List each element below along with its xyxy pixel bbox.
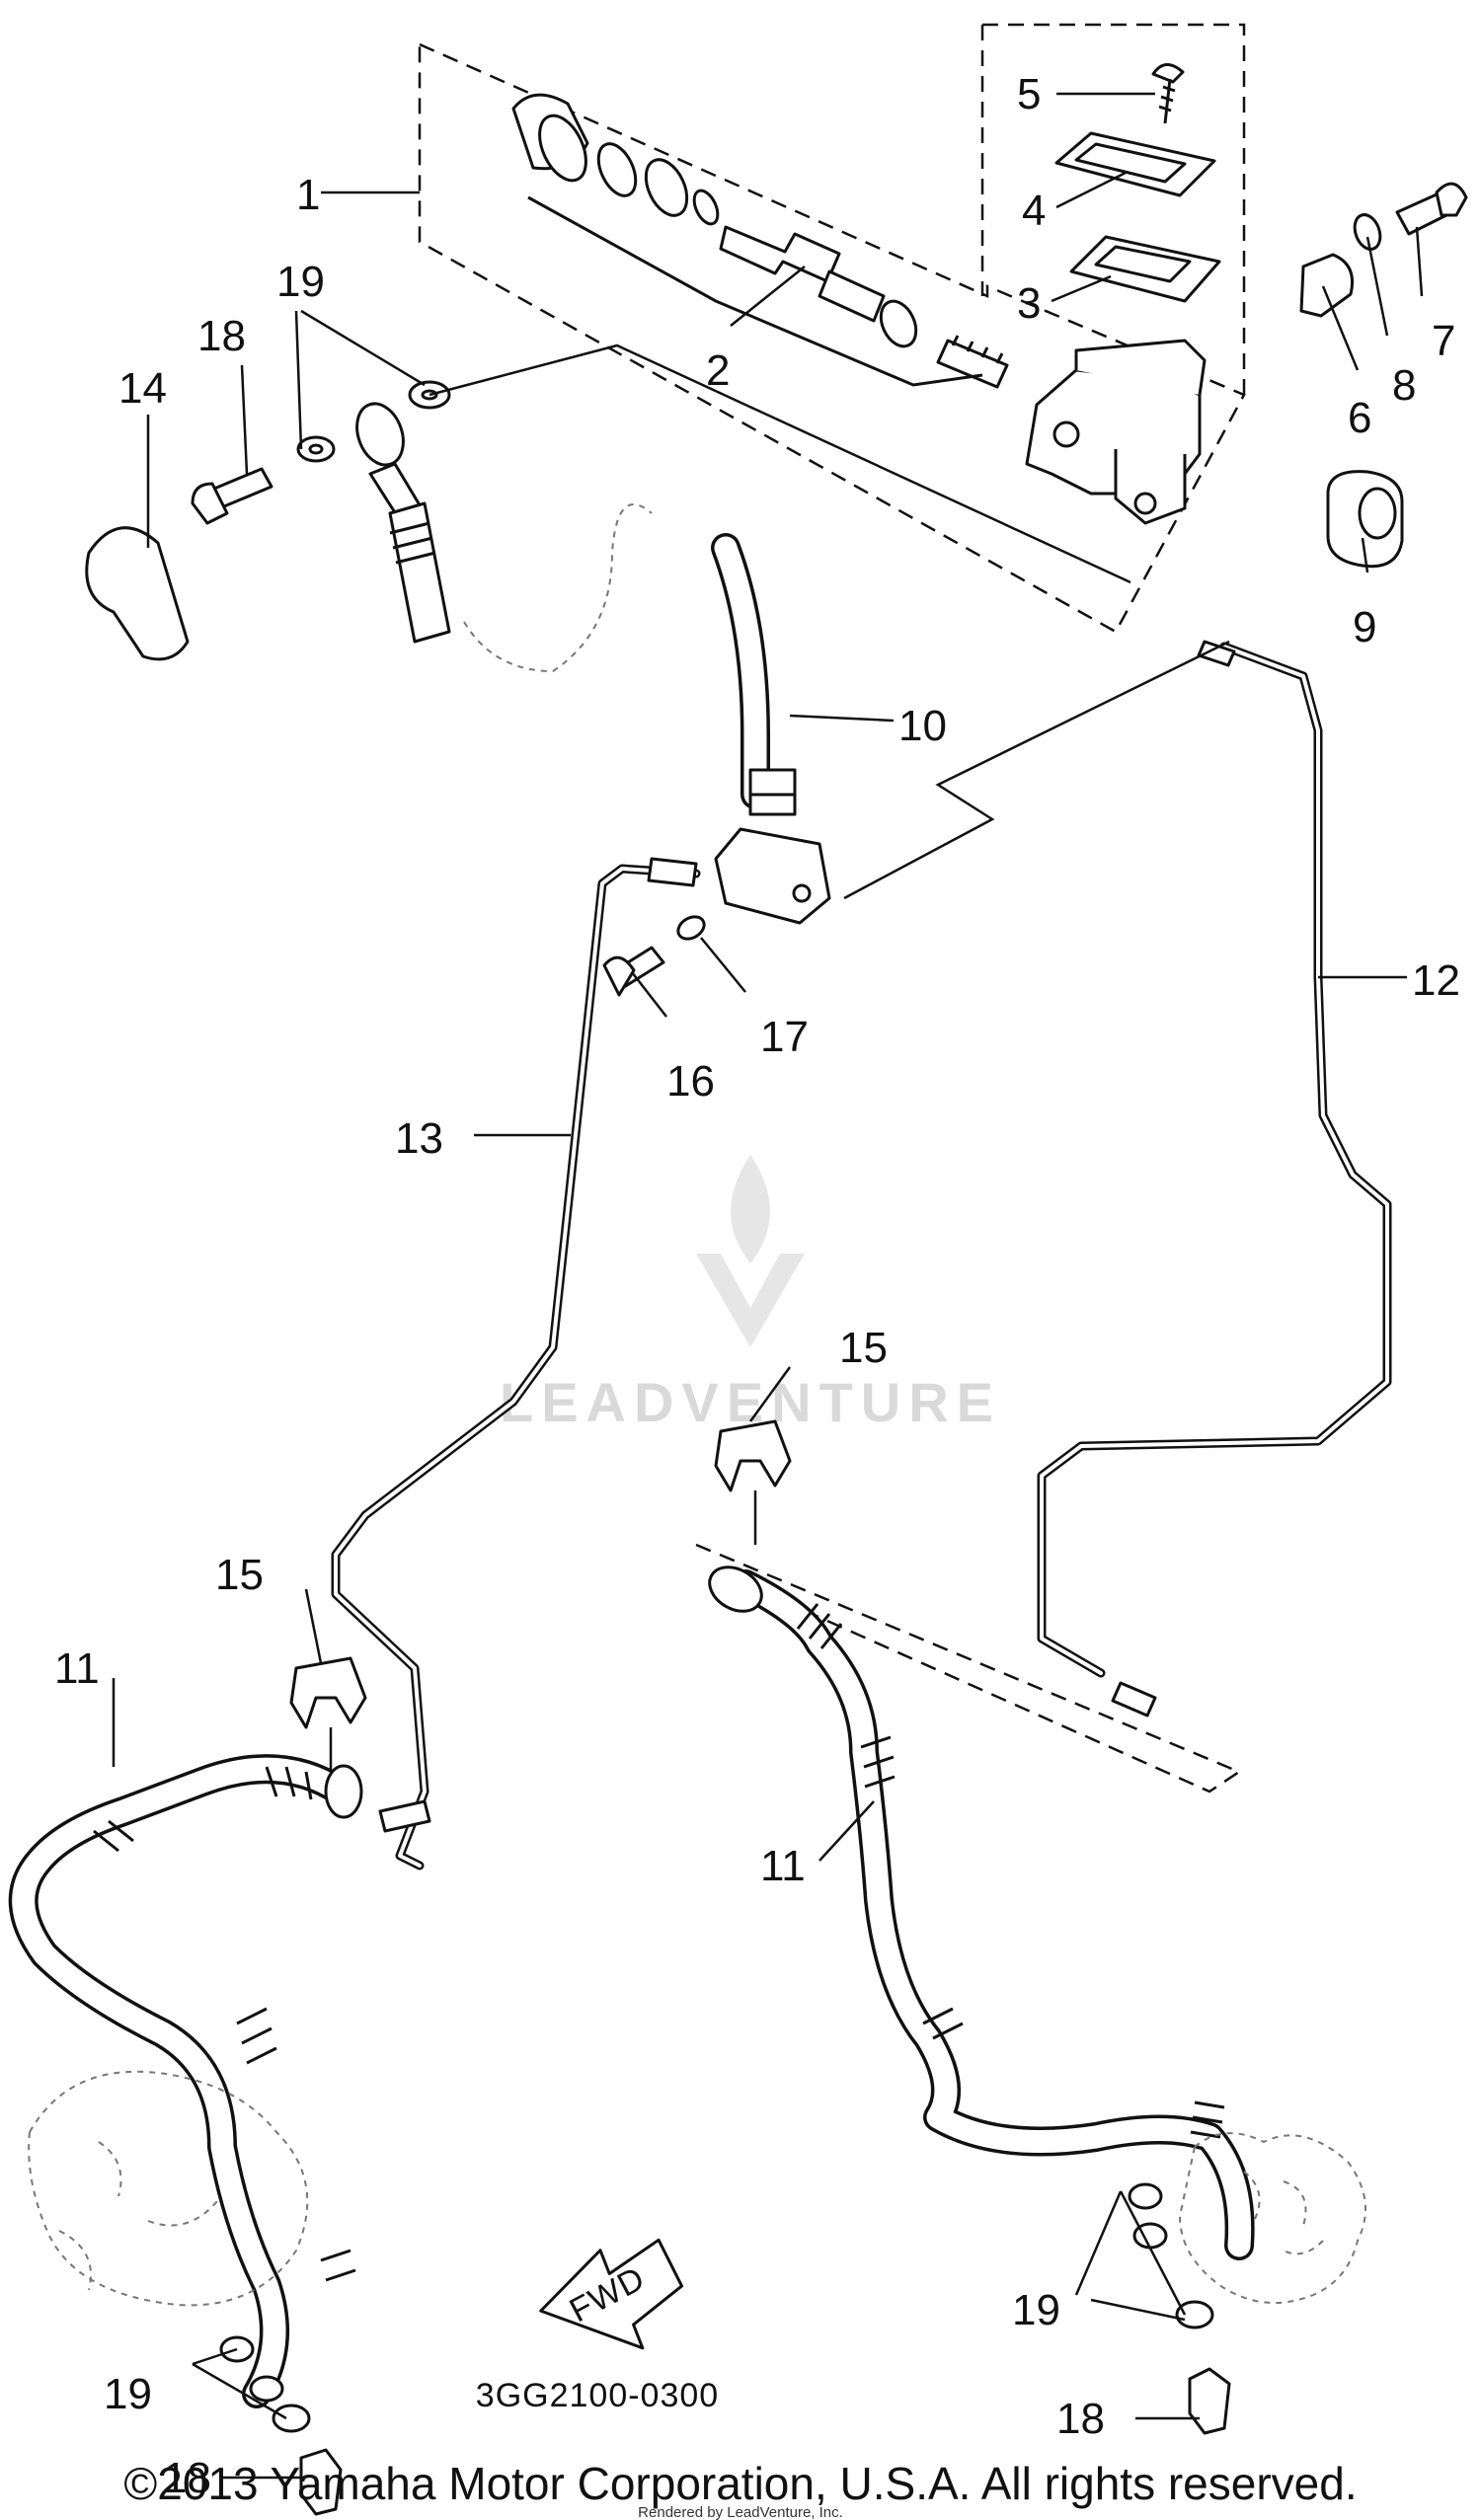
- fwd-arrow: FWD: [539, 2238, 684, 2350]
- brake-pipe-13: [331, 857, 701, 1871]
- callout-7: 7: [1432, 317, 1455, 365]
- callout-18-bottom-left: 18: [163, 2454, 211, 2502]
- watermark-text: LEADVENTURE: [500, 1371, 1001, 1433]
- callout-2: 2: [706, 346, 730, 395]
- callout-8: 8: [1392, 361, 1416, 410]
- right-clip-group: [695, 1419, 1242, 1794]
- copyright-text: ©2013 Yamaha Motor Corporation, U.S.A. A…: [123, 2458, 1357, 2509]
- callout-4: 4: [1022, 187, 1046, 235]
- callout-18-top: 18: [197, 312, 246, 360]
- diagram-code: 3GG2100-0300: [476, 2377, 719, 2414]
- left-caliper-sketch: [28, 2070, 343, 2516]
- callout-17: 17: [760, 1013, 809, 1061]
- callout-6: 6: [1348, 394, 1371, 442]
- master-cylinder-kit-group: [418, 23, 1246, 634]
- master-cylinder-body: [1025, 339, 1207, 525]
- callout-15-right: 15: [839, 1324, 888, 1372]
- brake-pipe-12: [843, 640, 1392, 1718]
- callouts: 1 2 3 4 5 6 7 8 9 10 11 11 12 13 14 15 1…: [54, 70, 1460, 2502]
- callout-1: 1: [296, 171, 320, 219]
- callout-11-left: 11: [54, 1644, 100, 1693]
- callout-19-bottom-left: 19: [104, 2370, 152, 2418]
- reservoir-parts: [1054, 63, 1221, 303]
- callout-18-bottom-right: 18: [1056, 2395, 1105, 2443]
- left-clip-group: [289, 1656, 367, 1777]
- callout-10: 10: [898, 702, 947, 750]
- brake-hose-11-right: [708, 1565, 1255, 2260]
- brake-hose-10: [711, 533, 831, 925]
- leader-lines: [112, 92, 1424, 2480]
- union-bolt-washer: [602, 915, 706, 997]
- callout-9: 9: [1353, 603, 1376, 651]
- callout-19-top: 19: [276, 258, 325, 306]
- watermark: LEADVENTURE: [500, 1155, 1001, 1433]
- brake-hose-11-left: [8, 1754, 363, 2408]
- credit-text: Rendered by LeadVenture, Inc.: [638, 2504, 843, 2520]
- callout-15-left: 15: [215, 1551, 264, 1599]
- callout-11-right: 11: [760, 1842, 806, 1890]
- bracket-bolt-boot: [1299, 182, 1468, 569]
- upper-left-fittings: [85, 344, 1131, 673]
- callout-5: 5: [1017, 70, 1041, 118]
- callout-3: 3: [1017, 279, 1041, 328]
- piston-kit: [511, 93, 1009, 389]
- callout-16: 16: [666, 1057, 715, 1106]
- callout-12: 12: [1412, 956, 1460, 1005]
- callout-19-bottom-right: 19: [1012, 2286, 1060, 2334]
- right-caliper-sketch: [1074, 2132, 1366, 2435]
- callout-14: 14: [118, 364, 167, 413]
- callout-13: 13: [395, 1114, 443, 1163]
